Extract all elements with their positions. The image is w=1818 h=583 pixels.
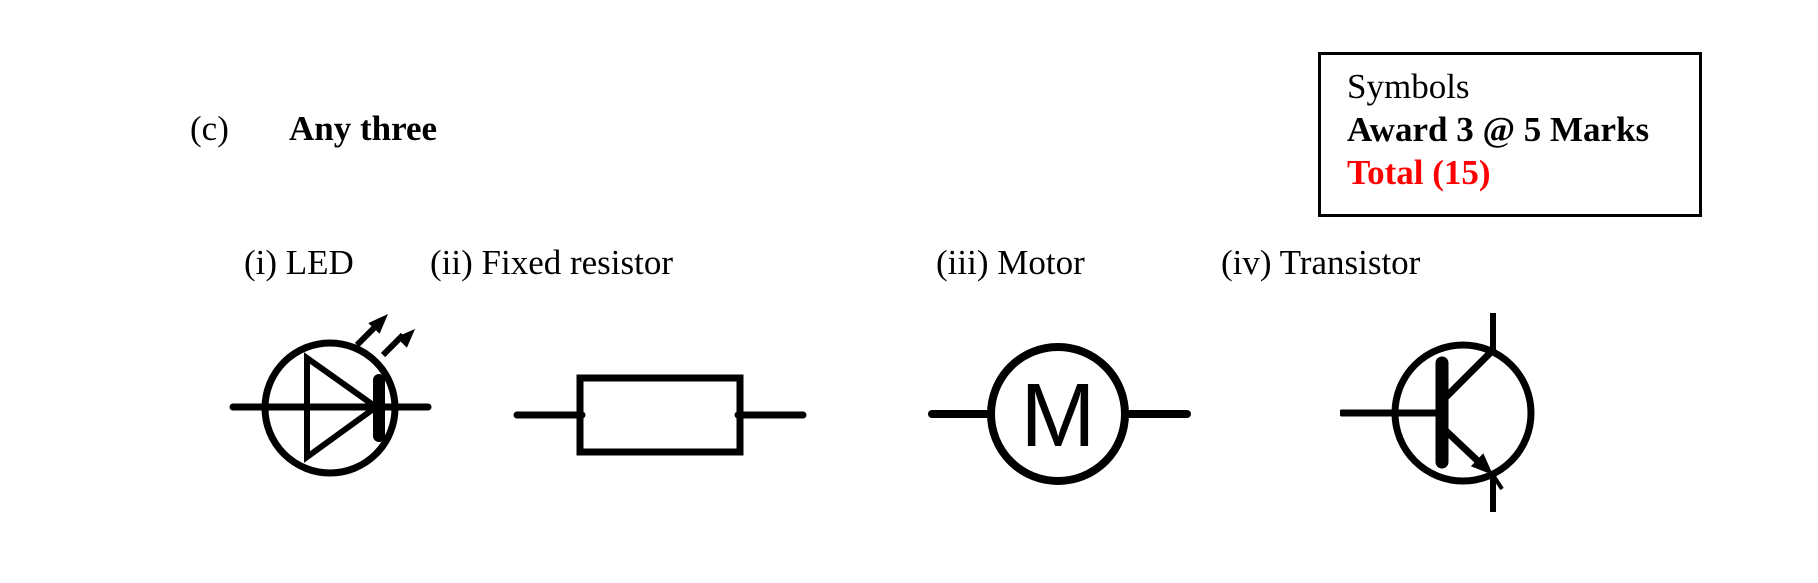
symbol-label-transistor: (iv) Transistor	[1221, 243, 1421, 282]
symbol-label-led: (i) LED	[244, 243, 354, 282]
motor-letter: M	[1021, 366, 1096, 466]
led-light-arrow-1	[354, 314, 388, 348]
transistor-collector-diagonal	[1442, 347, 1496, 401]
marks-box-total: Total (15)	[1347, 153, 1491, 192]
led-light-arrow-2	[380, 329, 415, 358]
question-part-label: (c)	[190, 109, 229, 148]
led-symbol-icon	[229, 314, 432, 477]
transistor-symbol-icon	[1340, 313, 1535, 512]
symbol-label-motor: (iii) Motor	[936, 243, 1085, 282]
marks-box-title: Symbols	[1347, 67, 1470, 106]
marks-box: Symbols Award 3 @ 5 Marks Total (15)	[1318, 52, 1702, 217]
led-anode-triangle	[304, 352, 382, 463]
motor-symbol-icon: M	[928, 343, 1191, 485]
motor-circle	[987, 343, 1129, 485]
symbol-label-fixed-resistor: (ii) Fixed resistor	[430, 243, 674, 282]
resistor-body	[576, 374, 744, 456]
question-instruction: Any three	[289, 109, 438, 148]
led-circle	[261, 339, 399, 477]
fixed-resistor-symbol-icon	[513, 374, 807, 456]
marks-box-award: Award 3 @ 5 Marks	[1347, 110, 1650, 149]
